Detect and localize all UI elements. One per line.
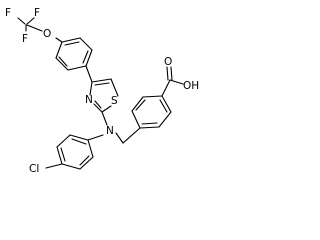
bond-ring2-a xyxy=(69,134,89,141)
bond-ring2-b xyxy=(56,134,71,148)
bond-ring2-c xyxy=(56,146,63,165)
atom-labels: F F F O N S N Cl O OH xyxy=(5,7,199,175)
atom-label-f-right: F xyxy=(34,7,40,19)
bond-aryl-thiazole xyxy=(85,65,93,83)
bond-c-o-double-1 xyxy=(166,66,169,81)
bonds xyxy=(17,17,184,170)
bond-amine-aryl xyxy=(87,134,104,141)
bond-ring1-c xyxy=(85,49,93,67)
bond-thiazole-s-c2 xyxy=(101,105,112,113)
bond-ring2-a-inner xyxy=(71,138,87,145)
bond-ring3-c xyxy=(142,95,163,98)
atom-label-thiazole-n: N xyxy=(85,94,93,106)
bond-ring3-b-inner xyxy=(135,99,146,111)
chemical-structure-diagram: F F F O N S N Cl O OH xyxy=(5,7,199,175)
bond-ch2-aryl xyxy=(122,127,141,144)
atom-label-f-bottom: F xyxy=(22,33,28,45)
atom-label-hydroxyl: OH xyxy=(183,80,199,92)
bond-ring3-d-inner xyxy=(159,99,168,113)
bond-ring3-a xyxy=(131,110,141,129)
bond-thiazole-n-c4 xyxy=(89,81,93,96)
atom-label-chloro: Cl xyxy=(29,163,39,175)
atom-label-ether-o: O xyxy=(43,28,51,40)
bond-c-oh xyxy=(169,79,184,85)
bond-ring1-b xyxy=(79,37,93,51)
bond-ring1-e xyxy=(55,57,69,71)
bond-amine-ch2 xyxy=(115,132,124,144)
bond-thiazole-c2-n-inner xyxy=(94,100,102,109)
bond-ring3-b xyxy=(131,96,144,112)
bond-ring2-e-inner xyxy=(79,155,90,166)
bond-ring3-d xyxy=(161,95,172,113)
bond-cf-right xyxy=(26,17,35,25)
bond-ring1-a-inner xyxy=(64,41,80,46)
bond-thiazole-c2-n xyxy=(93,103,103,113)
bond-ring1-a xyxy=(61,37,81,43)
bond-aryl-cooh xyxy=(161,79,171,97)
bond-thiazole-c5-s xyxy=(110,78,119,97)
bond-ring2-d xyxy=(61,163,81,170)
bond-cf3-o xyxy=(26,24,43,32)
bond-ring3-e xyxy=(158,111,172,128)
bond-c-o-double-2 xyxy=(170,66,173,81)
bond-ring1-d xyxy=(67,65,87,71)
atom-label-thiazole-s: S xyxy=(111,95,118,107)
bond-thiazole-c4-c5 xyxy=(91,78,112,83)
bond-thiazole-c4-c5-inner xyxy=(94,82,110,86)
bond-ring3-f-inner xyxy=(141,122,158,125)
atom-label-amine-n: N xyxy=(106,125,114,137)
atom-label-carbonyl-o: O xyxy=(164,56,172,68)
bond-o-aryl xyxy=(55,37,63,43)
bond-ring2-e xyxy=(79,156,94,170)
bond-cf-left xyxy=(17,17,26,25)
bond-aryl-cl xyxy=(45,163,63,169)
bond-ring1-f xyxy=(55,41,63,59)
bond-ring3-f xyxy=(139,126,160,129)
bond-c2-amine xyxy=(101,111,108,126)
bond-ring1-c-inner xyxy=(82,50,89,64)
bond-ring2-c-inner xyxy=(60,147,66,162)
bond-ring2-f xyxy=(87,139,94,158)
bond-ring1-e-inner xyxy=(58,56,68,67)
atom-label-f-left: F xyxy=(5,7,11,19)
